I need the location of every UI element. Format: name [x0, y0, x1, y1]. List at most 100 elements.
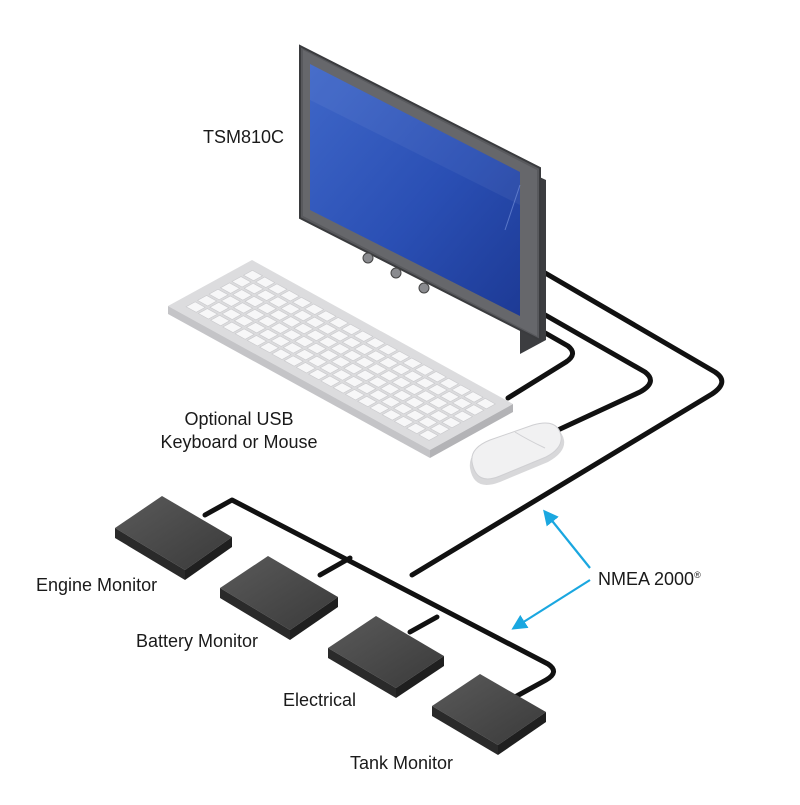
keyboard-key: [306, 342, 327, 354]
keyboard-key: [320, 375, 341, 387]
keyboard-key: [255, 289, 277, 301]
keyboard-key: [344, 389, 366, 401]
keyboard-key: [232, 302, 254, 314]
keyboard-key: [209, 301, 230, 314]
keyboard-key: [368, 389, 389, 401]
keyboard-key: [329, 330, 350, 342]
keyboard-key: [255, 276, 276, 288]
tank-monitor-device: [432, 674, 546, 755]
keyboard-key: [281, 329, 303, 341]
usb-mouse: [469, 422, 565, 485]
tank-monitor-label: Tank Monitor: [350, 753, 454, 773]
keyboard-label-line2: Keyboard or Mouse: [160, 432, 318, 452]
nmea-label: NMEA 2000®: [598, 564, 701, 591]
keyboard-key: [246, 335, 268, 347]
keyboard-key: [429, 410, 450, 422]
registered-mark: ®: [694, 570, 701, 580]
keyboard-key: [234, 328, 255, 340]
keyboard-key: [232, 289, 253, 301]
electrical-label: Electrical: [283, 690, 357, 710]
nmea-arrow-upper: [543, 509, 591, 569]
monitor-button-1: [362, 252, 374, 264]
monitor-screen: [310, 64, 520, 316]
keyboard-key: [428, 397, 449, 409]
keyboard-key: [427, 384, 448, 396]
keyboard-key: [369, 402, 390, 414]
keyboard-key: [392, 390, 413, 402]
monitor-nmea-cable: [409, 267, 725, 578]
keyboard-key: [267, 283, 288, 295]
engine-monitor-label: Engine Monitor: [36, 575, 158, 595]
keyboard-key: [281, 316, 302, 328]
keyboard-key: [393, 403, 414, 415]
keyboard-key: [451, 397, 473, 409]
keyboard-key: [391, 376, 412, 389]
keyboard-key: [245, 309, 266, 321]
keyboard-key: [451, 384, 472, 396]
keyboard-key: [294, 336, 315, 348]
keyboard-key: [390, 363, 411, 376]
keyboard-key: [463, 391, 484, 403]
keyboard-key: [291, 296, 313, 309]
keyboard-mouse-label: Optional USB Keyboard or Mouse: [155, 408, 323, 454]
keyboard-key: [429, 423, 451, 435]
monitor-keyboard-cable: [505, 327, 575, 401]
keyboard-key: [402, 370, 424, 382]
keyboard-key: [377, 344, 398, 356]
battery-monitor-label: Battery Monitor: [136, 631, 259, 651]
keyboard-key: [196, 295, 218, 307]
keyboard-key: [244, 296, 265, 308]
keyboard-key: [417, 416, 438, 428]
drop-battery: [317, 555, 353, 578]
keyboard-key: [416, 403, 438, 415]
keyboard-key: [330, 343, 351, 355]
nmea-callout-arrows: [511, 509, 591, 630]
keyboard-key: [426, 371, 447, 383]
keyboard-key: [245, 322, 267, 334]
keyboard-key: [294, 349, 316, 361]
keyboard-key: [439, 390, 460, 403]
keyboard-key: [357, 395, 378, 408]
keyboard-key: [295, 362, 317, 374]
keyboard-key: [317, 323, 338, 335]
keyboard-key: [185, 301, 206, 313]
keyboard-key: [304, 316, 326, 328]
keyboard-key: [304, 303, 325, 315]
keyboard-key: [366, 363, 388, 375]
keyboard-key: [342, 350, 363, 362]
keyboard-key: [381, 409, 402, 421]
keyboard-keys: [185, 269, 496, 441]
nmea-arrow-lower: [511, 579, 591, 630]
keyboard-key: [233, 315, 255, 327]
keyboard-key: [317, 336, 339, 348]
keyboard-key: [308, 368, 329, 381]
monitor-label: TSM810C: [203, 127, 285, 147]
keyboard-key: [343, 363, 364, 375]
nmea-label-text: NMEA 2000: [598, 569, 695, 589]
keyboard-key: [452, 410, 474, 422]
engine-monitor-device: [115, 496, 232, 580]
keyboard-key: [393, 416, 415, 428]
monitor-button-3: [418, 282, 430, 294]
keyboard-key: [354, 356, 375, 368]
keyboard-key: [268, 296, 289, 308]
keyboard-key: [243, 282, 264, 295]
keyboard-key: [269, 322, 290, 334]
keyboard-key: [305, 329, 326, 341]
electrical-device: [328, 616, 444, 698]
keyboard-key: [283, 355, 304, 367]
keyboard-key: [464, 404, 485, 416]
keyboard-key: [316, 310, 337, 322]
keyboard-label-line1: Optional USB: [184, 409, 294, 429]
keyboard-key: [380, 396, 402, 408]
keyboard-key: [259, 341, 280, 354]
keyboard-key: [271, 348, 292, 360]
keyboard-key: [344, 376, 365, 388]
keyboard-key: [268, 309, 290, 321]
keyboard-key: [379, 383, 401, 395]
keyboard-key: [197, 308, 219, 320]
keyboard-key: [367, 376, 389, 388]
keyboard-key: [341, 336, 362, 349]
keyboard-key: [242, 269, 264, 282]
keyboard-key: [415, 390, 437, 402]
